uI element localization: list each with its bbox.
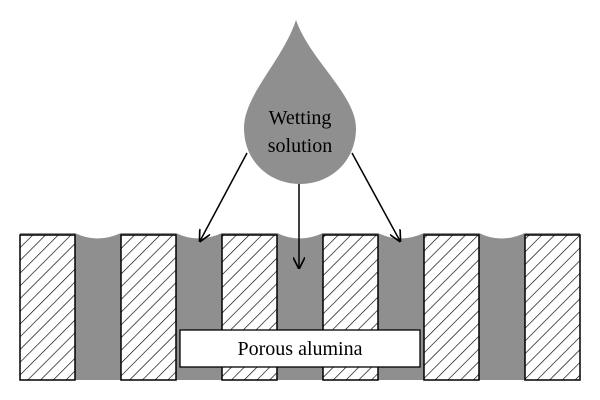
arrow-right: [351, 152, 400, 241]
drop-label-line2: solution: [268, 135, 332, 157]
arrow-left: [200, 152, 248, 241]
wetting-solution-drop: [244, 20, 356, 184]
alumina-column: [19, 234, 76, 381]
porous-alumina-label-box: [179, 329, 421, 368]
porous-alumina-label: Porous alumina: [238, 338, 363, 360]
alumina-column: [120, 234, 177, 381]
alumina-column: [423, 234, 480, 381]
drop-label-line1: Wetting: [269, 107, 332, 129]
alumina-column: [524, 234, 581, 381]
